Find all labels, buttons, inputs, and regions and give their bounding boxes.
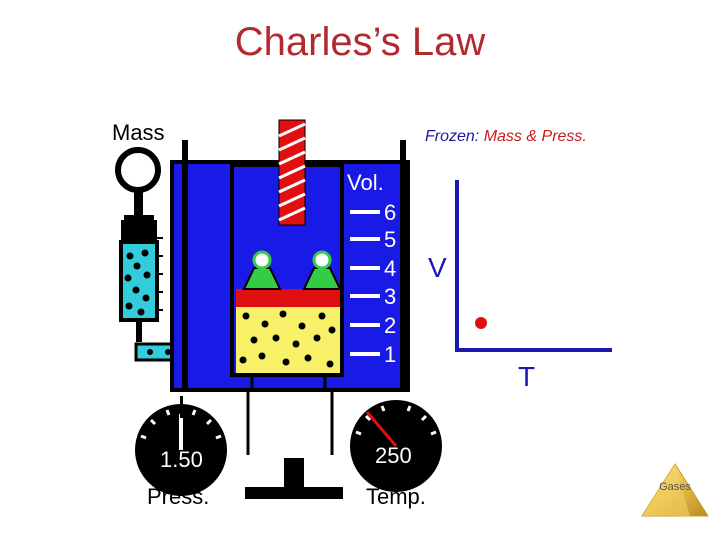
temperature-value: 250 [375,443,412,468]
volume-mark: 6 [384,200,396,225]
mass-label: Mass [112,120,165,145]
gauge-wires [246,375,334,455]
pressure-value: 1.50 [160,447,203,472]
volume-scale-title: Vol. [347,170,384,195]
volume-mark: 1 [384,342,396,367]
frozen-sep: & [526,128,538,145]
piston [236,289,340,307]
piston-weights [242,250,342,290]
volume-mark: 5 [384,227,396,252]
pressure-gauge: 1.50 [135,396,227,496]
heating-coil [278,119,306,226]
volume-scale: Vol. 6 5 4 3 2 1 [347,170,396,367]
mass-knob [115,147,161,221]
frozen-press: Press. [541,128,587,145]
graph-x-axis-label: T [518,361,535,392]
temperature-label: Temp. [366,484,426,509]
gases-badge-icon[interactable]: Gases [640,462,710,518]
temperature-gauge: 250 [350,400,442,492]
pressure-label: Press. [147,484,209,509]
gases-badge-label: Gases [659,481,691,493]
graph-y-axis-label: V [428,252,447,283]
frozen-variables-label: Frozen: Mass & Press. [425,128,587,146]
volume-mark: 2 [384,313,396,338]
frozen-mass: Mass [483,128,522,145]
volume-mark: 3 [384,284,396,309]
volume-temperature-graph: V T [428,180,612,392]
gas-particles [239,310,336,368]
frozen-prefix: Frozen: [425,128,480,145]
volume-mark: 4 [384,256,396,281]
graph-data-point [475,317,487,329]
stand-base [245,458,343,499]
page-title: Charles’s Law [234,20,486,64]
